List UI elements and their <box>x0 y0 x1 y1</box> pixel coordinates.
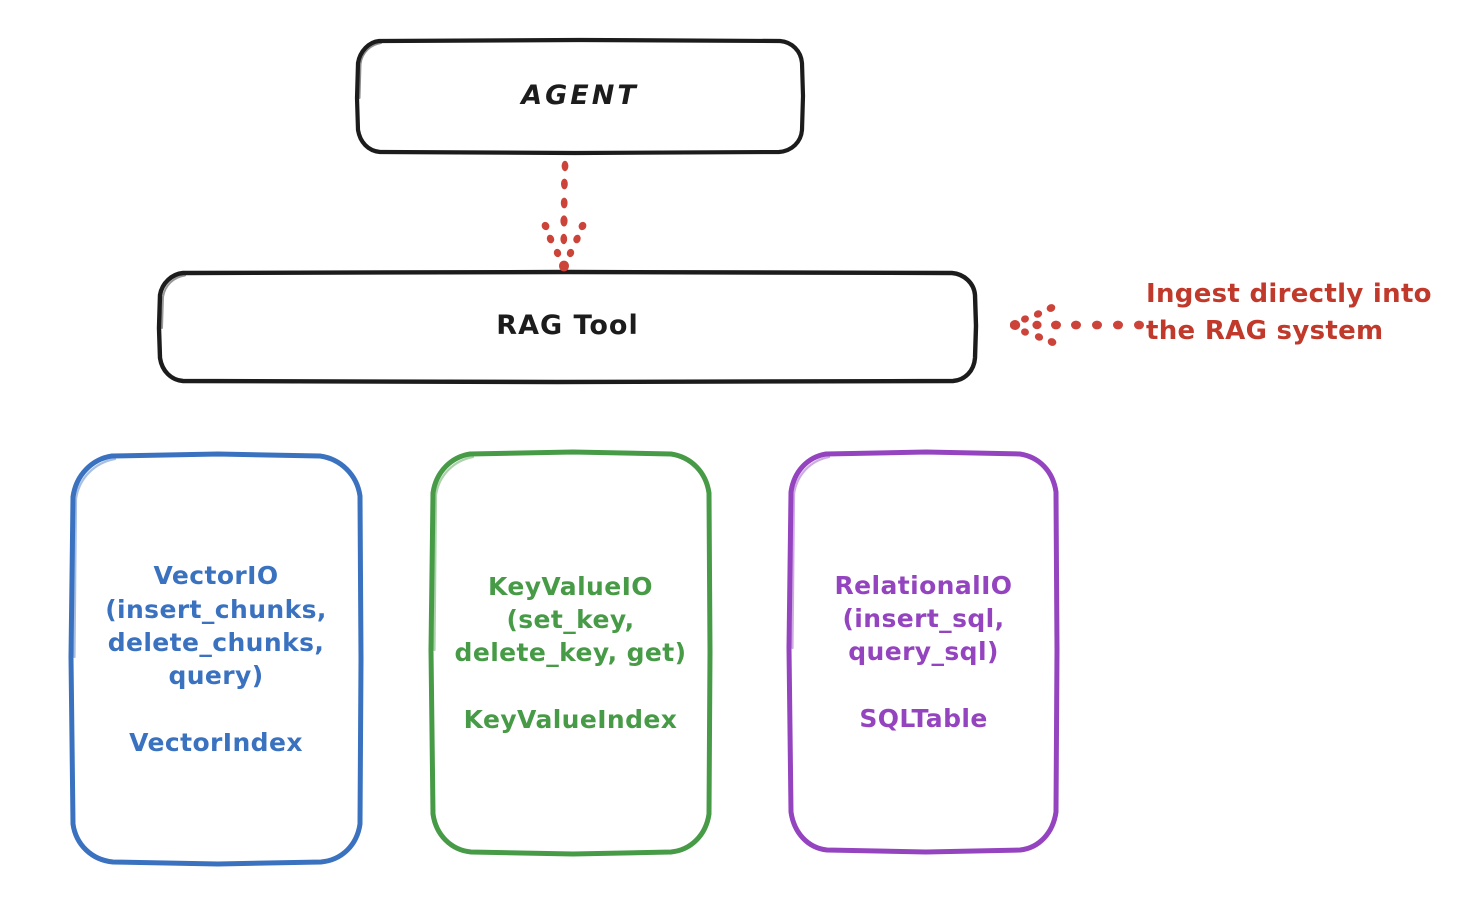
node-rag-tool-label: RAG Tool <box>496 310 639 342</box>
node-rag-tool-outline <box>156 269 979 385</box>
dotted-arrow-down-icon <box>541 160 587 272</box>
node-vector-io-outline <box>68 451 364 867</box>
node-rag-tool[interactable]: RAG Tool <box>156 269 979 385</box>
node-vector-io[interactable]: VectorIO (insert_chunks, delete_chunks, … <box>68 451 364 867</box>
node-key-value-io-label: KeyValueIO (set_key, delete_key, get) Ke… <box>454 571 687 734</box>
node-relational-io-outline <box>786 449 1060 855</box>
dotted-arrow-left-icon <box>1009 304 1144 346</box>
annotation-ingest-directly: Ingest directly into the RAG system <box>1146 279 1432 346</box>
node-key-value-io-outline <box>428 449 713 857</box>
node-relational-io[interactable]: RelationalIO (insert_sql, query_sql) SQL… <box>786 449 1061 855</box>
node-agent[interactable]: AGENT <box>354 37 806 156</box>
node-agent-label: AGENT <box>521 79 639 111</box>
node-relational-io-label: RelationalIO (insert_sql, query_sql) SQL… <box>834 570 1013 733</box>
node-vector-io-label: VectorIO (insert_chunks, delete_chunks, … <box>105 561 327 757</box>
node-agent-outline <box>354 37 806 156</box>
connector-agent-to-rag-tool <box>505 160 625 278</box>
node-key-value-io[interactable]: KeyValueIO (set_key, delete_key, get) Ke… <box>428 449 713 857</box>
connector-ingest-to-rag-tool <box>1009 295 1145 355</box>
